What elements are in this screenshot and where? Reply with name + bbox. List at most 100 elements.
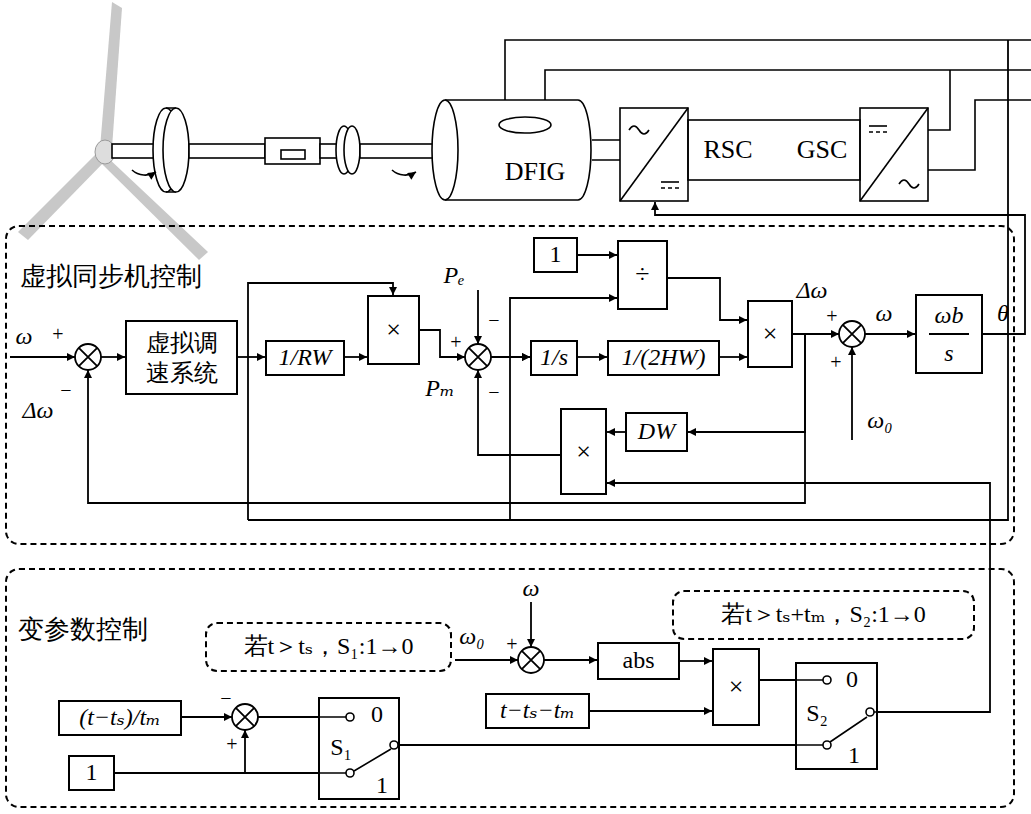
signal-connector: [238, 357, 265, 358]
signal-label: +: [450, 331, 461, 353]
block-text: 0: [846, 666, 858, 694]
signal-connector: [590, 711, 712, 712]
signal-connector: [578, 357, 607, 358]
connector-line: [607, 431, 625, 433]
block-text: S₂: [806, 700, 828, 728]
multiplier-block: ×: [367, 295, 420, 365]
connector-line: [491, 356, 530, 358]
block-text: RSC: [703, 135, 752, 165]
control-region: 虚拟同步机控制1÷虚拟调 速系统1/RW×1/s1/(2HW)×ωb sDW×: [5, 225, 1015, 545]
block-text: ×: [729, 672, 744, 702]
block-text: abs: [623, 647, 655, 675]
integrator-block: 1/s: [530, 340, 578, 376]
signal-connector: [400, 745, 795, 746]
block-text: 变参数控制: [18, 615, 148, 645]
block-text: 1: [550, 241, 562, 269]
signal-connector: [115, 773, 318, 774]
signal-connector: [680, 661, 712, 662]
connector-line: [680, 660, 712, 662]
connector-line: [420, 330, 465, 357]
signal-label: +: [506, 633, 517, 655]
signal-label: ω₀: [459, 623, 484, 649]
signal-connector: [668, 278, 747, 320]
block-text: 虚拟同步机控制: [20, 262, 202, 292]
signal-connector: [793, 334, 915, 335]
signal-label: +: [830, 351, 841, 373]
block-text: 0: [371, 701, 383, 729]
connector-line: [258, 716, 318, 718]
block-text: DW: [638, 418, 675, 446]
signal-label: ω: [523, 575, 540, 601]
multiplier-block: ×: [747, 300, 793, 368]
signal-label: ω₀: [867, 407, 892, 433]
connector-line: [491, 356, 530, 358]
signal-label: Δω: [796, 277, 827, 303]
signal-connector: [420, 330, 530, 357]
connector-line: [101, 356, 125, 358]
block-text: ×: [386, 315, 401, 345]
block-outline: [617, 106, 933, 202]
dfig-generator: DFIG: [430, 98, 592, 202]
constant-block: 1: [533, 237, 578, 273]
signal-label: +: [226, 733, 237, 755]
block-outline: [430, 98, 592, 202]
block-text: 1: [86, 759, 98, 787]
angle-integrator-block: ωb s: [915, 294, 983, 374]
block-text: GSC: [797, 135, 848, 165]
signal-label: θ: [997, 300, 1009, 326]
signal-label: +: [826, 305, 837, 327]
connector-line: [720, 356, 747, 358]
inertia-block: 1/(2HW): [607, 340, 720, 376]
signal-connector: [720, 357, 747, 358]
signal-connector: [578, 255, 617, 256]
signal-connector: [607, 432, 625, 433]
signal-label: −: [220, 687, 231, 709]
signal-label: Pₘ: [425, 375, 454, 401]
block-text: 1/RW: [279, 344, 332, 372]
signal-label: Δω: [22, 397, 53, 423]
connector-line: [400, 744, 795, 746]
block-text: 1/s: [540, 344, 568, 372]
block-text: 1/(2HW): [622, 344, 706, 372]
signal-label: −: [488, 381, 499, 403]
damping-block: DW: [625, 412, 688, 452]
signal-wire: [10, 40, 1008, 773]
signal-label: +: [52, 323, 63, 345]
block-text: t−tₛ−tₘ: [500, 697, 575, 725]
converter: RSC GSC: [617, 106, 933, 202]
drive-train: [112, 108, 440, 192]
control-region: 变参数控制若t＞tₛ，S₁:1→0 若t＞tₛ+tₘ，S₂:1→0 (t−tₛ)/t…: [5, 568, 1015, 808]
signal-connector: [182, 717, 318, 718]
signal-label: −: [60, 379, 71, 401]
governor-block: 虚拟调 速系统: [125, 320, 238, 395]
switch-note: 若t＞tₛ+tₘ，S₂:1→0: [672, 590, 975, 640]
connector-line: [590, 710, 712, 712]
block-text: ×: [576, 437, 591, 467]
ramp-block: (t−tₛ)/tₘ: [58, 700, 182, 736]
gain-block: 1/RW: [265, 340, 345, 376]
multiplier-block: ×: [560, 408, 607, 495]
summing-junction: [75, 321, 865, 730]
wind-turbine: [18, 2, 208, 260]
block-text: 虚拟调 速系统: [141, 328, 223, 388]
time-block: t−tₛ−tₘ: [485, 693, 590, 729]
signal-label: ω: [876, 300, 893, 326]
connector-line: [238, 356, 265, 358]
block-text: 若t＞tₛ，S₁:1→0: [244, 633, 414, 661]
block-text: 若t＞tₛ+tₘ，S₂:1→0: [721, 601, 926, 629]
signal-connector: [345, 357, 367, 358]
connector-line: [182, 716, 232, 718]
multiplier-block: ×: [712, 648, 760, 726]
connector-line: [578, 254, 617, 256]
connector-line: [760, 679, 795, 681]
switch-note: 若t＞tₛ，S₁:1→0: [205, 622, 452, 672]
constant-block: 1: [68, 755, 115, 791]
connector-line: [478, 370, 560, 455]
block-text: (t−tₛ)/tₘ: [79, 704, 161, 732]
connector-line: [865, 333, 915, 335]
signal-connector: [760, 680, 795, 681]
abs-block: abs: [597, 642, 680, 680]
signal-label: ω: [16, 323, 33, 349]
